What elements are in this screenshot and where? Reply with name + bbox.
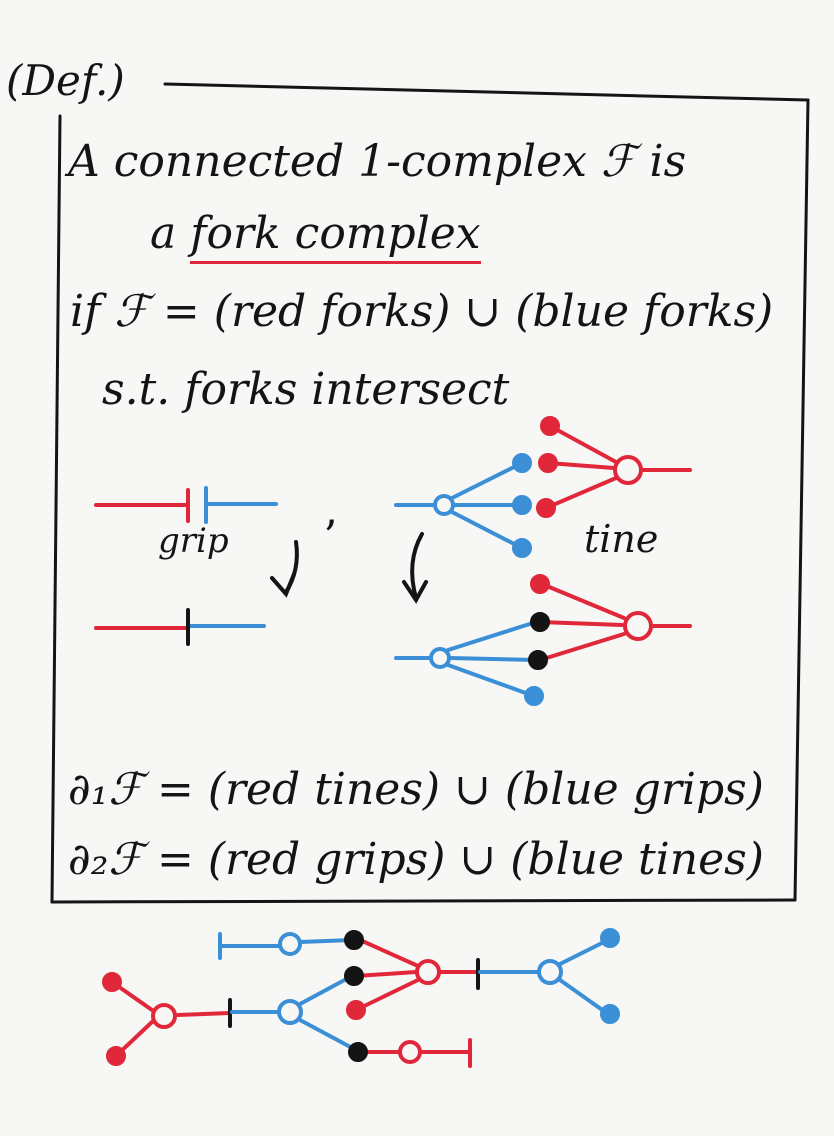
definition-line-3: if ℱ = (red forks) ∪ (blue forks) bbox=[70, 286, 774, 337]
separator-mark: ʼ bbox=[322, 512, 336, 563]
tine-label: tine bbox=[584, 517, 659, 561]
tine-example-blue-fork bbox=[394, 453, 532, 558]
grip-joined bbox=[94, 608, 266, 646]
boundary-2-formula: ∂₂ℱ = (red grips) ∪ (blue tines) bbox=[68, 834, 764, 885]
tine-example-red-fork bbox=[536, 416, 692, 518]
arrow-down-icon bbox=[270, 540, 299, 598]
tine-joined bbox=[394, 574, 692, 706]
definition-line-1: A connected 1-complex ℱ is bbox=[68, 136, 687, 187]
definition-box bbox=[50, 82, 810, 904]
boundary-1-formula: ∂₁ℱ = (red tines) ∪ (blue grips) bbox=[68, 764, 764, 815]
grip-label: grip bbox=[158, 521, 229, 561]
fork-complex-example bbox=[102, 928, 620, 1068]
definition-heading: (Def.) bbox=[6, 56, 125, 105]
grip-example bbox=[94, 486, 278, 524]
definition-line-4: s.t. forks intersect bbox=[102, 364, 510, 415]
definition-line-2: a fork complex bbox=[150, 208, 481, 264]
fork-complex-term: fork complex bbox=[190, 208, 481, 264]
definition-line-2-prefix: a bbox=[150, 208, 191, 259]
arrow-down-icon bbox=[402, 532, 428, 604]
